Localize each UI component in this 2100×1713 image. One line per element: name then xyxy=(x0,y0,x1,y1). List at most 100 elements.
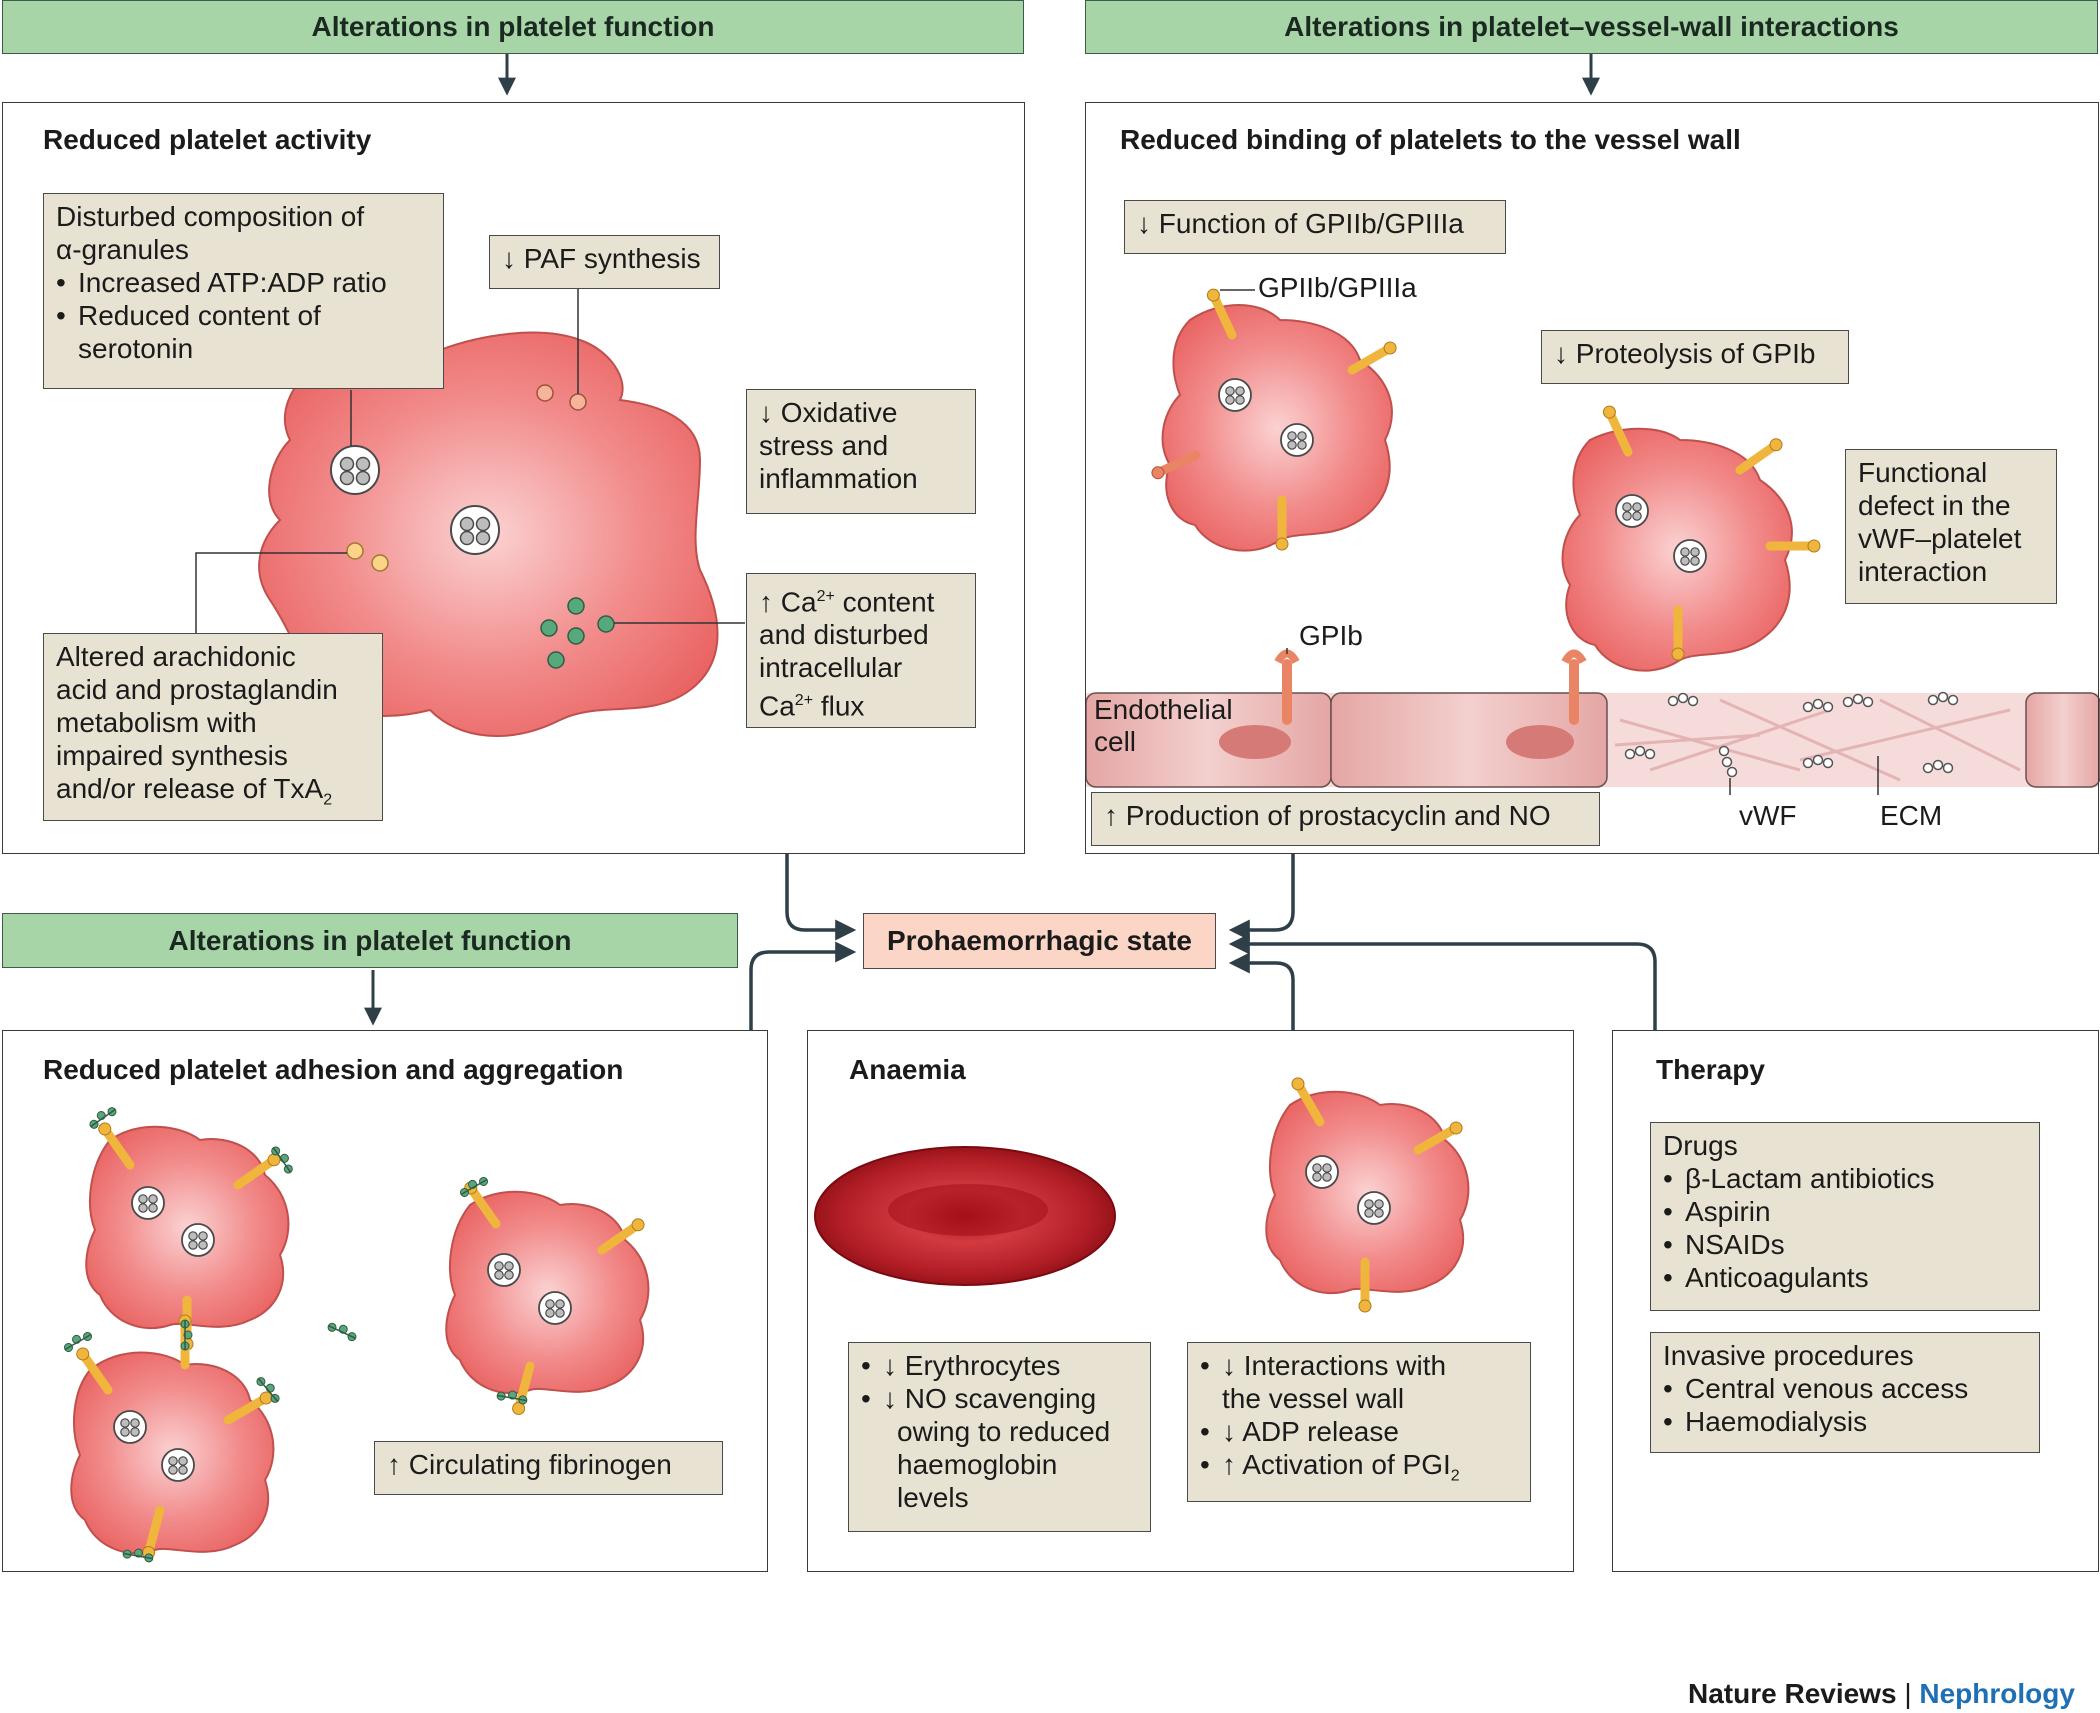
panel-adhesion-aggregation xyxy=(2,1030,768,1572)
note-text: ↑ Circulating fibrinogen xyxy=(387,1449,672,1480)
list-item: Central venous access xyxy=(1685,1373,1969,1404)
label-endothelial-cell: Endothelial cell xyxy=(1094,694,1233,758)
footer-journal[interactable]: Nephrology xyxy=(1919,1678,2075,1709)
panel-anaemia xyxy=(807,1030,1574,1572)
note-proteolysis-gpib: ↓ Proteolysis of GPIb xyxy=(1541,330,1849,384)
arrow-anaemia-to-state xyxy=(1228,952,1295,1030)
title-adhesion-aggregation: Reduced platelet adhesion and aggregatio… xyxy=(43,1054,624,1085)
note-alpha-granules: Disturbed composition of α-granules • Inc… xyxy=(43,193,444,389)
note-text: the vessel wall xyxy=(1222,1383,1405,1414)
bullet-icon: • xyxy=(56,300,66,331)
note-gp-function: ↓ Function of GPIIb/GPIIIa xyxy=(1124,200,1506,254)
label-gpiib-gpiiia: GPIIb/GPIIIa xyxy=(1258,272,1417,303)
note-invasive-procedures: Invasive procedures • Central venous acce… xyxy=(1650,1332,2040,1453)
note-text: ↓ Interactions with xyxy=(1222,1350,1447,1381)
prohaemorrhagic-state: Prohaemorrhagic state xyxy=(863,913,1216,969)
note-text: ↑ Activation of PGI xyxy=(1222,1449,1451,1480)
header-platelet-function-top: Alterations in platelet function xyxy=(2,0,1024,54)
superscript: 2+ xyxy=(816,588,835,605)
note-text: Reduced content of xyxy=(78,300,321,331)
list-item: Aspirin xyxy=(1685,1196,1771,1227)
title-anaemia: Anaemia xyxy=(849,1054,966,1085)
aggregated-platelet-top xyxy=(85,1102,298,1350)
note-text: vWF–platelet xyxy=(1858,523,2022,554)
label-ecm: ECM xyxy=(1880,800,1943,831)
note-text: ↓ PAF synthesis xyxy=(502,243,701,274)
note-text: ↓ Oxidative xyxy=(759,397,898,428)
bullet-icon: • xyxy=(1663,1229,1673,1260)
note-text: and/or release of TxA xyxy=(56,773,324,804)
note-text: metabolism with xyxy=(56,707,257,738)
note-heading: Invasive procedures xyxy=(1663,1340,1914,1371)
list-item: Anticoagulants xyxy=(1685,1262,1869,1293)
note-text: haemoglobin xyxy=(897,1449,1058,1480)
note-text: Increased ATP:ADP ratio xyxy=(78,267,387,298)
note-text: flux xyxy=(813,690,865,722)
note-circulating-fibrinogen: ↑ Circulating fibrinogen xyxy=(374,1441,723,1495)
bullet-icon: • xyxy=(1200,1416,1210,1447)
footer-credit: Nature Reviews | Nephrology xyxy=(1688,1678,2075,1710)
label-text: Endothelial xyxy=(1094,694,1233,725)
bullet-icon: • xyxy=(1663,1262,1673,1293)
label-vwf: vWF xyxy=(1739,800,1797,831)
note-calcium-content: ↑ Ca2+ content and disturbed intracellul… xyxy=(746,573,976,728)
list-item: β-Lactam antibiotics xyxy=(1685,1163,1935,1194)
gp-platelet-right xyxy=(1561,404,1820,672)
arrow-binding-to-state xyxy=(1228,854,1295,941)
bullet-icon: • xyxy=(861,1350,871,1381)
note-text: α-granules xyxy=(56,234,189,265)
note-text: ↓ Erythrocytes xyxy=(883,1350,1061,1381)
arrow-adhesion-to-state xyxy=(749,941,857,1030)
note-text: ↓ Proteolysis of GPIb xyxy=(1554,338,1816,369)
red-blood-cell xyxy=(814,1146,1116,1286)
note-text: content xyxy=(834,586,935,618)
note-text: ↑ Production of prostacyclin and NO xyxy=(1104,800,1551,831)
bullet-icon: • xyxy=(861,1383,871,1414)
header-platelet-function-bottom: Alterations in platelet function xyxy=(2,913,738,968)
free-platelet-adhesion xyxy=(445,1172,648,1415)
bullet-icon: • xyxy=(1200,1350,1210,1381)
note-text: ↓ Function of GPIIb/GPIIIa xyxy=(1137,208,1464,239)
label-gpib: GPIb xyxy=(1299,620,1363,651)
footer-separator: | xyxy=(1904,1678,1912,1709)
note-heading: Drugs xyxy=(1663,1130,1738,1161)
panel-therapy xyxy=(1612,1030,2099,1572)
arrow-activity-to-state xyxy=(785,854,857,941)
note-text: inflammation xyxy=(759,463,918,494)
note-text: Disturbed composition of xyxy=(56,201,365,232)
note-drugs: Drugs • β-Lactam antibiotics • Aspirin • NS… xyxy=(1650,1122,2040,1311)
label-text: cell xyxy=(1094,726,1137,757)
list-item: NSAIDs xyxy=(1685,1229,1785,1260)
header-vessel-wall-interactions: Alterations in platelet–vessel-wall inte… xyxy=(1085,0,2098,54)
vessel-wall xyxy=(1085,649,2100,788)
note-text: impaired synthesis xyxy=(56,740,288,771)
subscript: 2 xyxy=(1450,1467,1460,1485)
note-erythrocytes: • ↓ Erythrocytes • ↓ NO scavenging owing t… xyxy=(848,1342,1151,1532)
note-paf-synthesis: ↓ PAF synthesis xyxy=(489,235,720,289)
arrow-therapy-to-state xyxy=(1228,933,1657,1030)
title-reduced-binding: Reduced binding of platelets to the vess… xyxy=(1120,124,1741,155)
note-text: ↓ NO scavenging xyxy=(883,1383,1097,1414)
note-text: owing to reduced xyxy=(897,1416,1111,1447)
note-text: Ca xyxy=(759,690,795,722)
bullet-icon: • xyxy=(1200,1449,1210,1480)
title-reduced-platelet-activity: Reduced platelet activity xyxy=(43,124,372,155)
superscript: 2+ xyxy=(794,692,814,710)
bullet-icon: • xyxy=(1663,1163,1673,1194)
note-text: ↓ ADP release xyxy=(1222,1416,1399,1447)
note-vwf-platelet: Functional defect in the vWF–platelet in… xyxy=(1845,449,2057,604)
note-text: and disturbed xyxy=(759,619,929,651)
note-text: serotonin xyxy=(78,333,194,364)
note-text: stress and xyxy=(759,430,889,461)
note-text: acid and prostaglandin xyxy=(56,674,338,705)
panel-reduced-binding xyxy=(1085,102,2099,854)
note-prostacyclin-no: ↑ Production of prostacyclin and NO xyxy=(1091,792,1600,846)
note-text: interaction xyxy=(1858,556,1988,587)
subscript: 2 xyxy=(323,791,333,809)
anaemia-platelet xyxy=(1265,1076,1470,1312)
note-text: Functional xyxy=(1858,457,1988,488)
title-therapy: Therapy xyxy=(1656,1054,1765,1085)
bullet-icon: • xyxy=(56,267,66,298)
bullet-icon: • xyxy=(1663,1406,1673,1437)
note-arachidonic-acid: Altered arachidonic acid and prostagland… xyxy=(43,633,383,821)
